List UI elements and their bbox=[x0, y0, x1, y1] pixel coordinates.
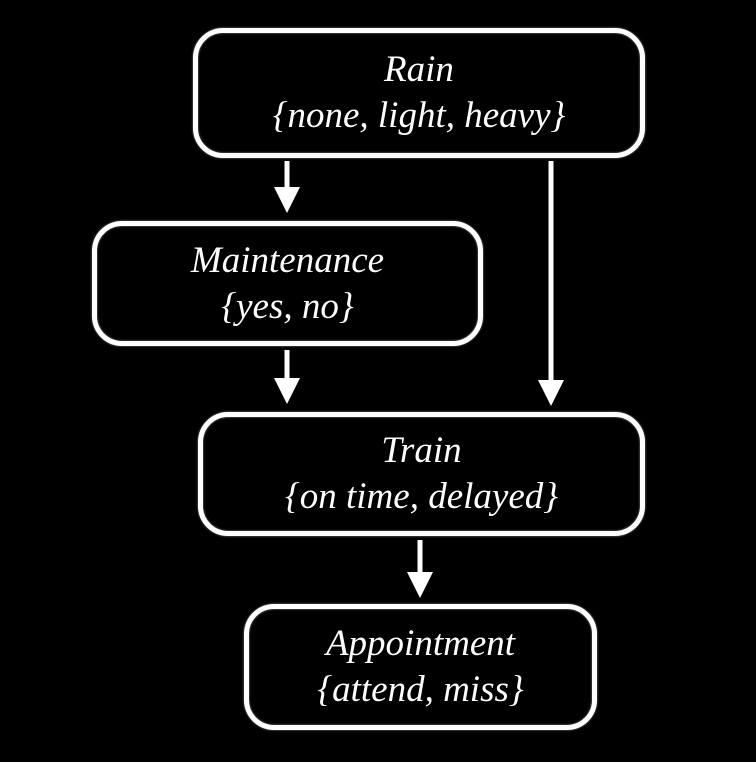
node-appointment-label: Appointment bbox=[325, 623, 516, 665]
node-rain: Rain {none, light, heavy} bbox=[193, 28, 645, 158]
node-rain-label: Rain bbox=[384, 49, 454, 91]
node-rain-values: {none, light, heavy} bbox=[272, 95, 566, 136]
edge-rain-to-train-arrow bbox=[538, 161, 564, 406]
edge-train-to-appointment-arrow bbox=[407, 540, 433, 598]
node-maintenance: Maintenance {yes, no} bbox=[92, 221, 483, 346]
node-train: Train {on time, delayed} bbox=[198, 412, 645, 536]
node-appointment-values: {attend, miss} bbox=[317, 669, 524, 710]
node-maintenance-label: Maintenance bbox=[190, 239, 385, 281]
node-maintenance-values: {yes, no} bbox=[221, 285, 354, 327]
edge-maintenance-to-train-arrow bbox=[274, 350, 300, 404]
node-train-label: Train bbox=[381, 430, 462, 472]
edge-rain-to-maintenance-arrow bbox=[274, 161, 300, 213]
node-train-values: {on time, delayed} bbox=[284, 476, 559, 517]
node-appointment: Appointment {attend, miss} bbox=[244, 604, 597, 730]
